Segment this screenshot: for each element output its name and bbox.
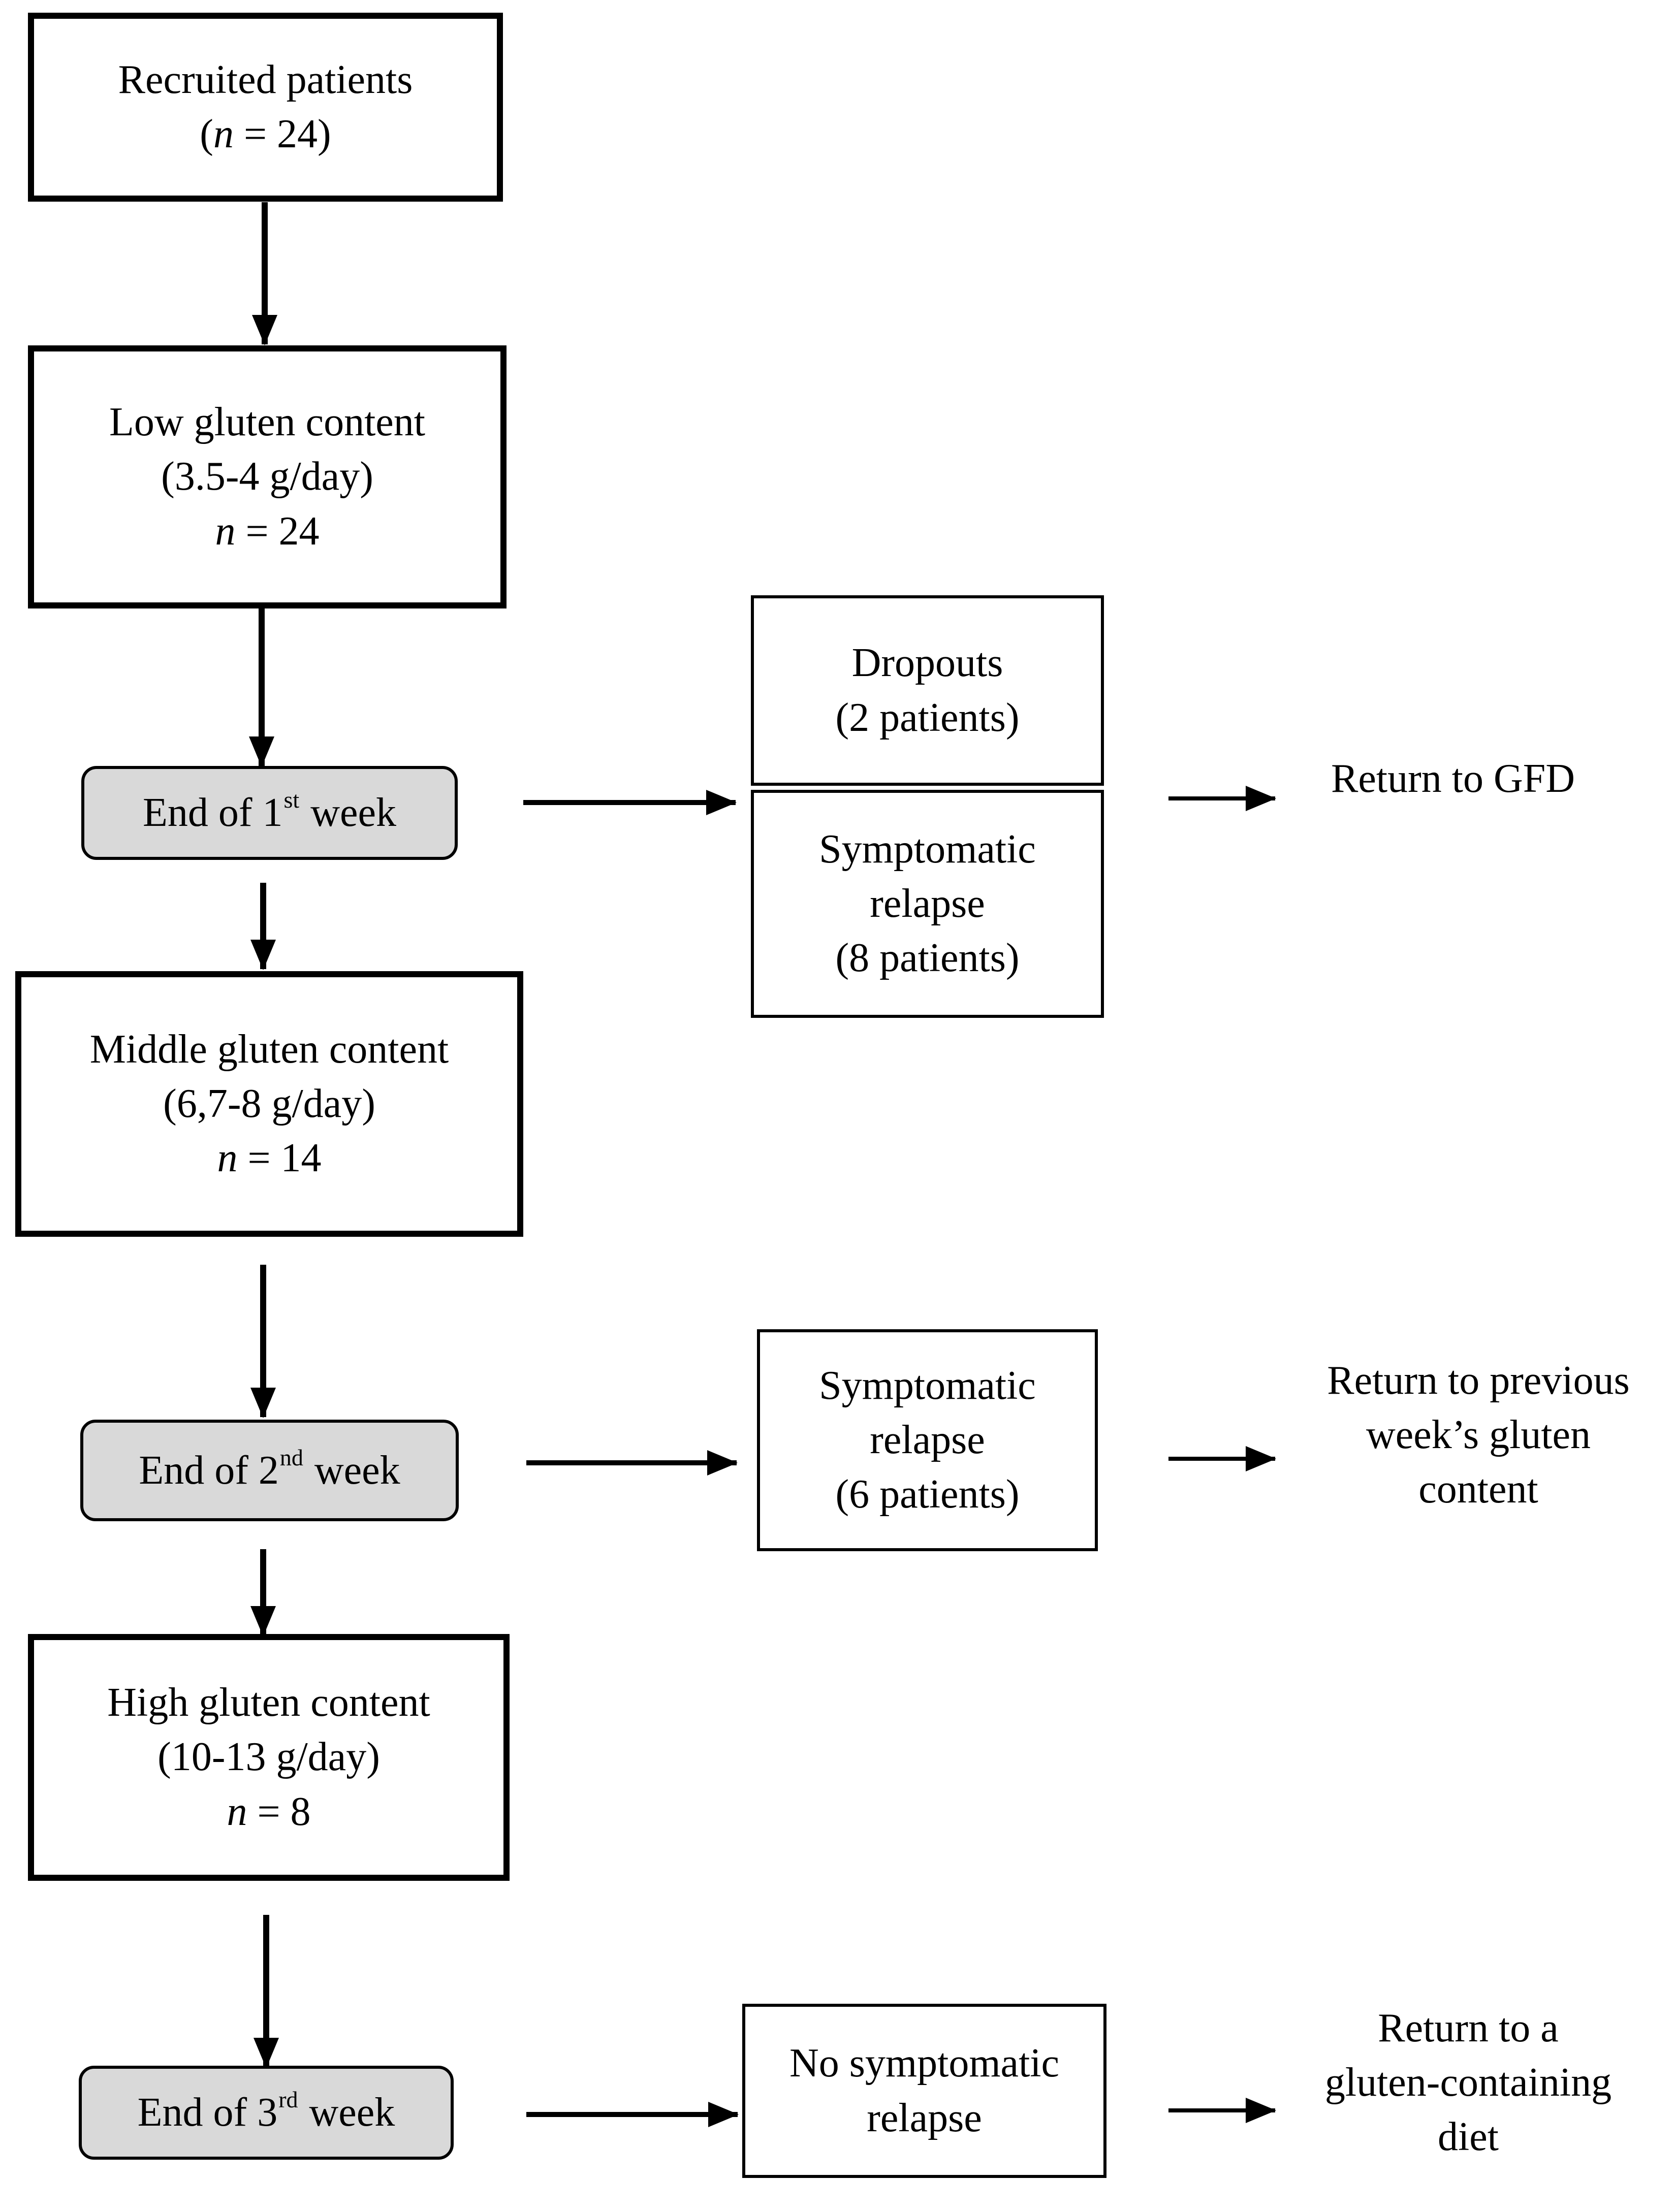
- stage-count: n = 8: [227, 1785, 310, 1839]
- week-ordinal-suffix: rd: [278, 2087, 298, 2112]
- outcome-line: content: [1418, 1467, 1538, 1512]
- stage-dose: (10-13 g/day): [157, 1735, 380, 1780]
- week-prefix: End of: [139, 1448, 259, 1493]
- count-symbol: n: [227, 1789, 247, 1834]
- stage-count: n = 24: [215, 504, 319, 559]
- count-value: = 24): [233, 112, 331, 156]
- week-word: week: [299, 2090, 395, 2135]
- outcome-week1: Return to GFD: [1290, 752, 1616, 806]
- outcome-line: diet: [1438, 2114, 1499, 2160]
- week-number: 2: [258, 1448, 279, 1493]
- stage-title: Middle gluten content: [89, 1027, 449, 1072]
- count-value: = 14: [237, 1136, 322, 1181]
- event-count: (6 patients): [835, 1472, 1020, 1517]
- stage-count: (n = 24): [200, 107, 331, 162]
- stage-dose: (6,7-8 g/day): [163, 1081, 375, 1126]
- count-value: = 24: [235, 508, 320, 554]
- relapse-week1-box: Symptomatic relapse (8 patients): [751, 790, 1104, 1018]
- count-symbol: n: [213, 112, 234, 156]
- stage-dose: (3.5-4 g/day): [161, 454, 373, 499]
- stage-title: High gluten content: [107, 1680, 430, 1725]
- week-word: week: [304, 1448, 400, 1493]
- stage-count: n = 14: [217, 1131, 321, 1185]
- week-ordinal-suffix: st: [283, 787, 300, 813]
- middle-gluten-box: Middle gluten content (6,7-8 g/day) n = …: [15, 971, 523, 1237]
- week-ordinal-suffix: nd: [279, 1444, 303, 1470]
- week-prefix: End of: [137, 2090, 258, 2135]
- event-count: (2 patients): [835, 695, 1020, 740]
- outcome-line: week’s gluten: [1366, 1413, 1591, 1458]
- event-title: Symptomatic: [819, 826, 1036, 872]
- outcome-line: Return to GFD: [1331, 756, 1575, 801]
- week-number: 1: [262, 790, 283, 835]
- event-subtitle: relapse: [867, 2095, 982, 2140]
- stage-title: Recruited patients: [118, 57, 413, 102]
- week-prefix: End of: [143, 790, 263, 835]
- event-subtitle: relapse: [870, 1417, 985, 1462]
- count-open-paren: (: [200, 112, 213, 156]
- event-title: Symptomatic: [819, 1363, 1036, 1408]
- outcome-line: Return to a: [1378, 2006, 1559, 2050]
- week-number: 3: [257, 2090, 278, 2135]
- outcome-line: gluten-containing: [1324, 2060, 1612, 2105]
- count-value: = 8: [247, 1789, 311, 1834]
- high-gluten-box: High gluten content (10-13 g/day) n = 8: [28, 1634, 510, 1881]
- count-symbol: n: [215, 508, 236, 554]
- outcome-week2: Return to previous week’s gluten content: [1301, 1354, 1656, 1517]
- stage-title: Low gluten content: [109, 400, 426, 445]
- no-relapse-week3-box: No symptomatic relapse: [742, 2004, 1106, 2178]
- event-title: No symptomatic: [789, 2041, 1060, 2086]
- recruited-patients-box: Recruited patients (n = 24): [28, 13, 503, 202]
- week-word: week: [300, 790, 396, 835]
- low-gluten-box: Low gluten content (3.5-4 g/day) n = 24: [28, 345, 507, 608]
- count-symbol: n: [217, 1136, 238, 1181]
- outcome-line: Return to previous: [1327, 1358, 1630, 1403]
- event-title: Dropouts: [851, 640, 1003, 686]
- relapse-week2-box: Symptomatic relapse (6 patients): [757, 1329, 1098, 1551]
- event-subtitle: relapse: [870, 881, 985, 926]
- event-count: (8 patients): [835, 936, 1020, 981]
- dropouts-box: Dropouts (2 patients): [751, 595, 1104, 786]
- outcome-week3: Return to a gluten-containing diet: [1295, 2001, 1641, 2165]
